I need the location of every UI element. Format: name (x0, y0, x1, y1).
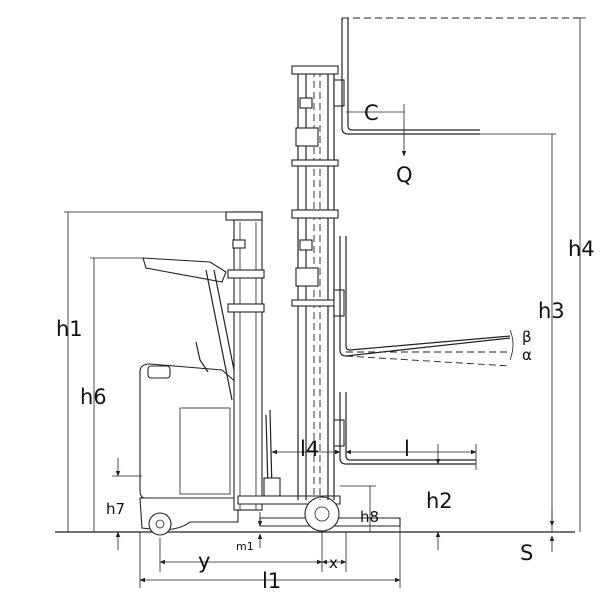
dimension-h4: h4 (568, 17, 595, 532)
label-h2: h2 (426, 489, 453, 513)
forks-lowered (333, 392, 476, 465)
drive-wheel (148, 512, 172, 536)
label-h6: h6 (80, 385, 107, 409)
label-beta: β (522, 328, 532, 346)
label-h4: h4 (568, 237, 595, 261)
dimension-h1: h1 (56, 211, 234, 532)
label-m1: m1 (236, 540, 254, 553)
tilt-angles: β α (509, 328, 532, 364)
dimension-m1: m1 (236, 512, 263, 553)
truck-body (139, 211, 401, 536)
dimension-l1: l1 (139, 526, 401, 593)
dimension-h8: h8 (340, 485, 379, 532)
label-x: x (329, 554, 338, 572)
mast (291, 65, 339, 500)
dimension-h2: h2 (426, 444, 453, 550)
dimension-y: y (159, 538, 323, 573)
label-y: y (198, 549, 210, 573)
label-h7: h7 (106, 500, 125, 518)
label-h8: h8 (360, 508, 379, 526)
forks-raised (333, 17, 580, 135)
label-h1: h1 (56, 317, 83, 341)
label-l: l (404, 437, 410, 461)
label-c: C (364, 101, 379, 125)
dimension-l: l (345, 437, 477, 470)
dimension-s: S (520, 510, 555, 565)
dimension-l4: l4 (271, 437, 341, 461)
label-h3: h3 (538, 299, 565, 323)
dimension-c: C Q (346, 101, 413, 187)
label-l1: l1 (262, 569, 281, 593)
dimension-x: x (321, 532, 347, 572)
label-alpha: α (522, 346, 532, 364)
label-l4: l4 (300, 437, 319, 461)
forks-tilted (333, 236, 511, 367)
dimension-h6: h6 (80, 257, 143, 532)
dimension-h7: h7 (106, 458, 142, 550)
label-q: Q (396, 163, 413, 187)
load-wheel (304, 496, 340, 532)
dimension-h3: h3 (480, 133, 565, 532)
label-s: S (520, 541, 533, 565)
